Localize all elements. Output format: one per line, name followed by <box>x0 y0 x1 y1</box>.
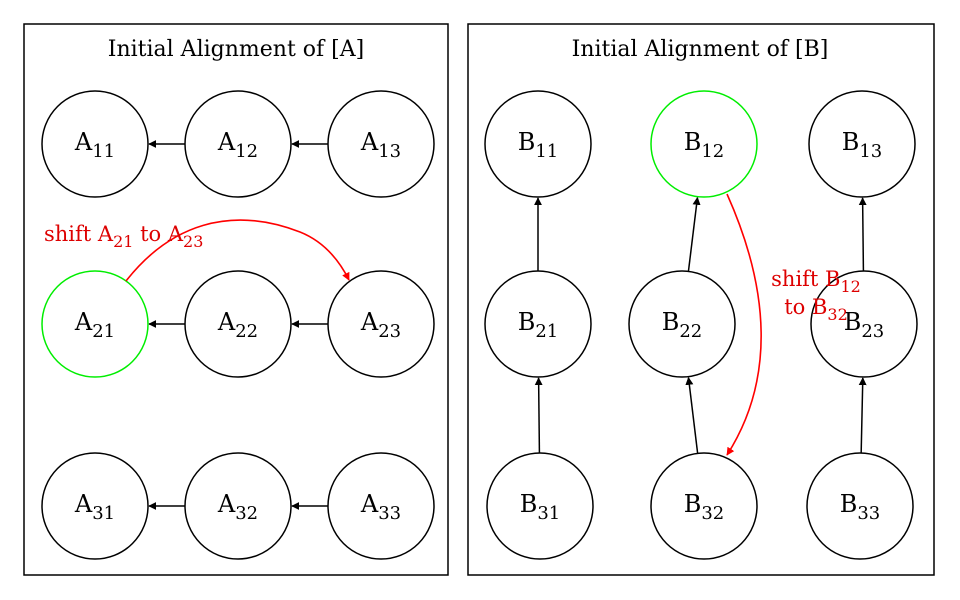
node-a32: A32 <box>184 452 292 560</box>
node-b31: B31 <box>486 452 594 560</box>
node-b31-circle <box>486 452 594 560</box>
shift-edge-a21-to-a23 <box>125 219 350 282</box>
node-a13-circle <box>327 90 435 198</box>
node-a33-label: A33 <box>360 490 401 524</box>
node-a31-label: A31 <box>74 490 115 524</box>
node-a31-circle <box>41 452 149 560</box>
node-b33: B33 <box>806 452 914 560</box>
node-a32-circle <box>184 452 292 560</box>
node-b23-circle <box>810 270 918 378</box>
node-a12-circle <box>184 90 292 198</box>
node-a31: A31 <box>41 452 149 560</box>
panel-b-title: Initial Alignment of [B] <box>572 37 829 62</box>
node-b32: B32 <box>650 452 758 560</box>
panel-a-edges <box>148 140 328 510</box>
node-b32-label: B32 <box>684 490 725 524</box>
node-a32-label: A32 <box>217 490 258 524</box>
node-a12-label: A12 <box>217 128 258 162</box>
node-a21: A21 <box>41 270 149 378</box>
shift-edge-b12-to-b32 <box>726 193 762 456</box>
node-a13: A13 <box>327 90 435 198</box>
node-b22-circle <box>628 270 736 378</box>
b-edge-b33-to-b23 <box>858 377 867 454</box>
node-b22-label: B22 <box>662 308 703 342</box>
node-b23-label: B23 <box>844 308 885 342</box>
node-b31-label: B31 <box>520 490 561 524</box>
panel-a-shift: shift A21 to A23 <box>44 219 350 282</box>
node-b11-label: B11 <box>518 128 559 162</box>
node-a22: A22 <box>184 270 292 378</box>
node-b32-circle <box>650 452 758 560</box>
node-a22-circle <box>184 270 292 378</box>
node-b22: B22 <box>628 270 736 378</box>
node-a22-label: A22 <box>217 308 258 342</box>
node-b11-circle <box>484 90 592 198</box>
node-b33-circle <box>806 452 914 560</box>
node-b11: B11 <box>484 90 592 198</box>
node-a23: A23 <box>327 270 435 378</box>
node-b13-label: B13 <box>842 128 883 162</box>
node-b13-circle <box>808 90 916 198</box>
shift-label-b-line1: shift B12 <box>771 267 861 296</box>
node-a23-circle <box>327 270 435 378</box>
node-a12: A12 <box>184 90 292 198</box>
node-a11: A11 <box>41 90 149 198</box>
node-b21: B21 <box>484 270 592 378</box>
node-a11-label: A11 <box>74 128 115 162</box>
b-edge-b31-to-b21 <box>534 377 543 454</box>
node-a33-circle <box>327 452 435 560</box>
node-b12-label: B12 <box>684 128 725 162</box>
panel-b-edges <box>534 196 867 454</box>
shift-label-a: shift A21 to A23 <box>44 222 203 251</box>
node-b12-circle <box>650 90 758 198</box>
b-edge-b22-to-b12 <box>687 196 701 272</box>
node-a21-label: A21 <box>74 308 115 342</box>
node-b21-label: B21 <box>518 308 559 342</box>
node-b33-label: B33 <box>840 490 881 524</box>
shift-label-b-line2: to B32 <box>784 295 848 324</box>
panel-b-frame <box>467 23 935 576</box>
node-b23: B23 <box>810 270 918 378</box>
node-b21-circle <box>484 270 592 378</box>
node-a11-circle <box>41 90 149 198</box>
node-a13-label: A13 <box>360 128 401 162</box>
panel-a-frame <box>23 23 449 576</box>
node-b13: B13 <box>808 90 916 198</box>
b-edge-b23-to-b13 <box>858 197 867 272</box>
node-a21-circle <box>41 270 149 378</box>
node-b12: B12 <box>650 90 758 198</box>
b-edge-b32-to-b22 <box>685 376 699 454</box>
panel-a-title: Initial Alignment of [A] <box>108 37 364 62</box>
node-a23-label: A23 <box>360 308 401 342</box>
node-a33: A33 <box>327 452 435 560</box>
